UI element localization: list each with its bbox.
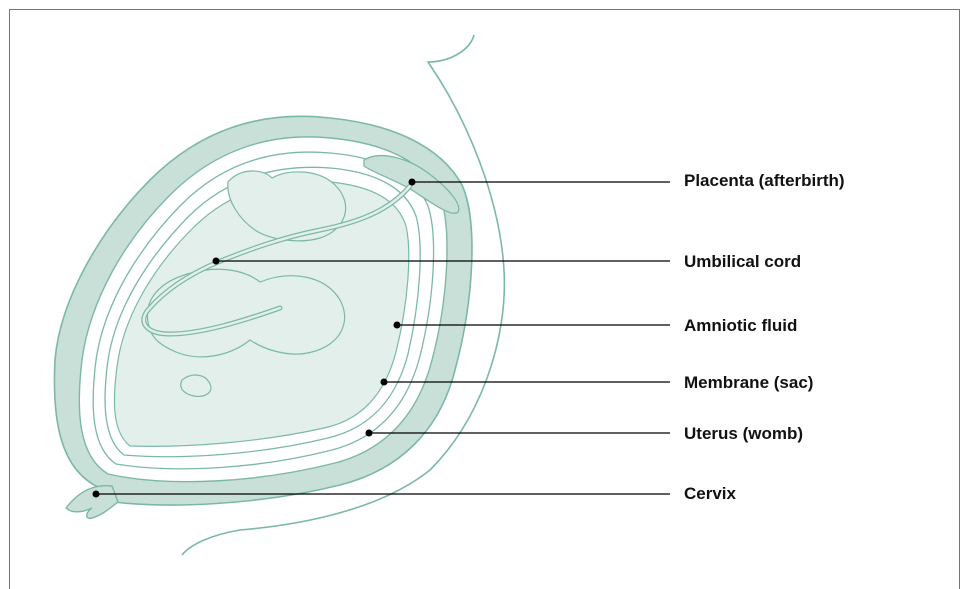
label-amniotic-fluid: Amniotic fluid [684, 316, 797, 336]
dot-uterus [366, 430, 373, 437]
pregnancy-diagram [0, 0, 966, 577]
dot-membrane [381, 379, 388, 386]
label-umbilical-cord: Umbilical cord [684, 252, 801, 272]
label-placenta: Placenta (afterbirth) [684, 171, 845, 191]
baby-foot [181, 375, 211, 396]
dot-cervix [93, 491, 100, 498]
label-membrane: Membrane (sac) [684, 373, 813, 393]
cervix-shape [66, 486, 118, 519]
dot-amniotic-fluid [394, 322, 401, 329]
label-uterus: Uterus (womb) [684, 424, 803, 444]
dot-umbilical-cord [213, 258, 220, 265]
label-cervix: Cervix [684, 484, 736, 504]
dot-placenta [409, 179, 416, 186]
